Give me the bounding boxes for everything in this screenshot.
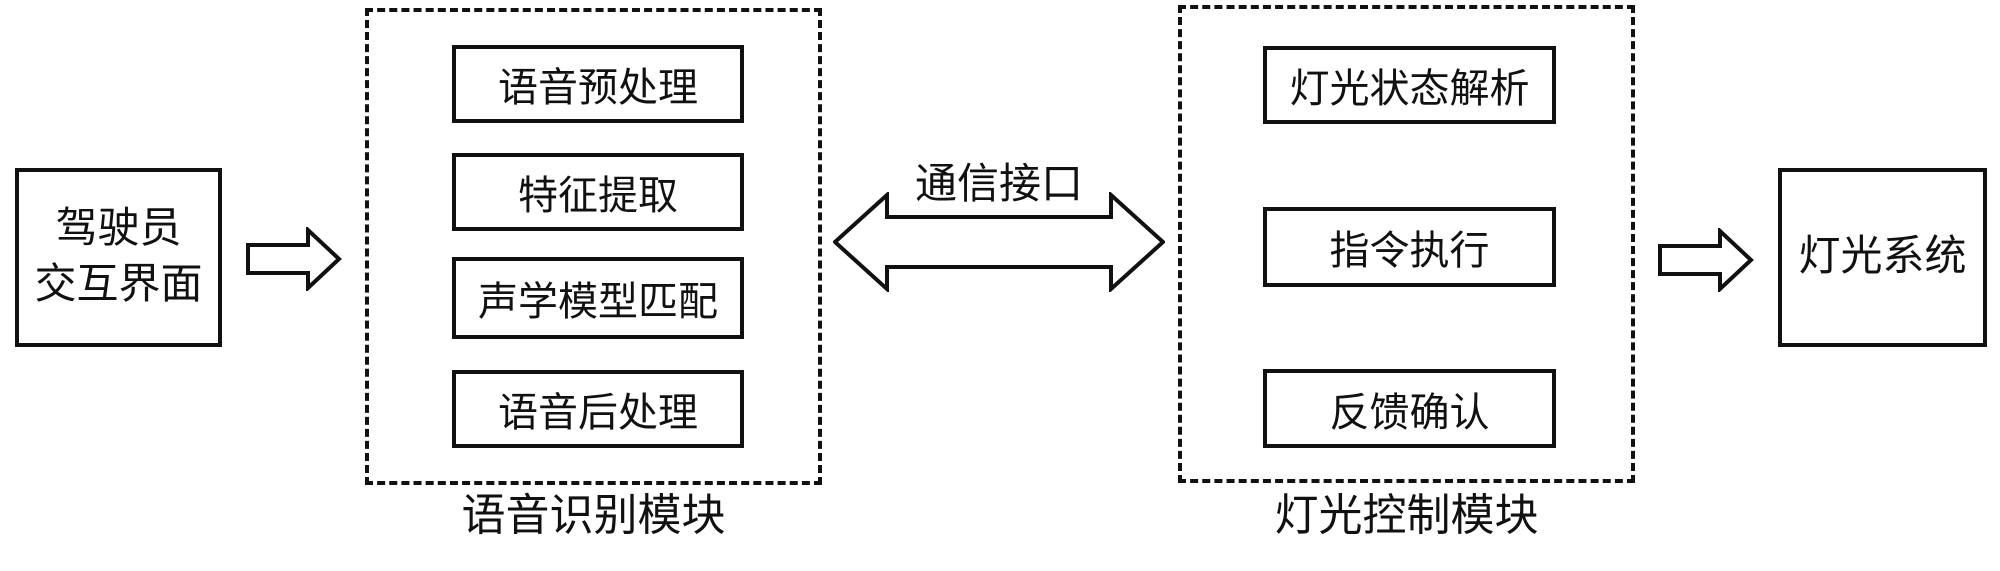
speech-step-label: 语音预处理 <box>498 65 698 110</box>
light-control-module: 灯光状态解析 指令执行 反馈确认 <box>1178 5 1635 483</box>
driver-interface-box: 驾驶员 交互界面 <box>15 168 222 347</box>
light-step-label: 灯光状态解析 <box>1289 66 1530 111</box>
light-step-label: 反馈确认 <box>1329 389 1490 435</box>
light-module-label: 灯光控制模块 <box>1274 491 1539 540</box>
light-system-box: 灯光系统 <box>1778 168 1987 347</box>
double-arrow-icon <box>833 192 1165 292</box>
arrow-right-icon <box>246 227 342 291</box>
speech-step-feature-extraction-box: 特征提取 <box>452 153 744 231</box>
speech-step-label: 声学模型匹配 <box>478 279 718 324</box>
arrow-right-icon <box>1658 228 1754 292</box>
light-step-feedback-confirm-box: 反馈确认 <box>1263 369 1556 448</box>
speech-step-acoustic-model-box: 声学模型匹配 <box>452 257 744 339</box>
speech-step-preprocessing-box: 语音预处理 <box>452 45 744 123</box>
light-step-state-parsing-box: 灯光状态解析 <box>1263 46 1556 124</box>
speech-step-postprocessing-box: 语音后处理 <box>452 370 744 448</box>
driver-interface-label-line1: 驾驶员 <box>55 206 182 253</box>
light-step-label: 指令执行 <box>1329 228 1490 273</box>
speech-step-label: 特征提取 <box>518 173 678 218</box>
speech-recognition-module: 语音预处理 特征提取 声学模型匹配 语音后处理 <box>365 8 822 485</box>
light-system-label: 灯光系统 <box>1798 233 1967 280</box>
speech-module-label: 语音识别模块 <box>461 491 726 540</box>
communication-interface-label: 通信接口 <box>914 162 1083 208</box>
speech-step-label: 语音后处理 <box>498 390 698 435</box>
driver-interface-label-line2: 交互界面 <box>34 261 203 308</box>
light-step-command-execution-box: 指令执行 <box>1263 207 1556 287</box>
